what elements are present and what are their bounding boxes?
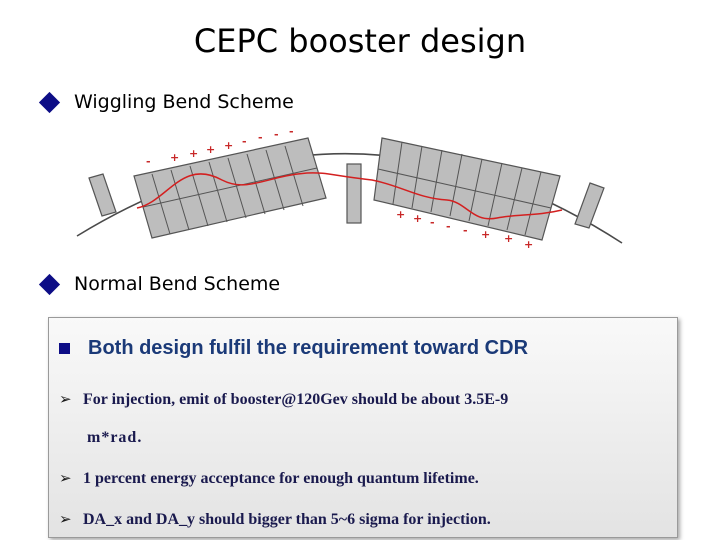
- polarity-sign: +: [189, 147, 198, 160]
- sub-item-text: DA_x and DA_y should bigger than 5~6 sig…: [83, 511, 491, 528]
- slide-title: CEPC booster design: [193, 22, 527, 60]
- polarity-sign: +: [504, 232, 513, 245]
- center-magnet: [346, 163, 362, 224]
- left-bend-block: [133, 137, 327, 239]
- bullet-normal: Normal Bend Scheme: [38, 271, 281, 297]
- bullet-text: Normal Bend Scheme: [74, 273, 281, 295]
- sub-item-text: For injection, emit of booster@120Gev sh…: [83, 391, 509, 408]
- sub-item: ➢ For injection, emit of booster@120Gev s…: [59, 390, 508, 409]
- polarity-sign: +: [481, 228, 490, 241]
- box-heading-text: Both design fulfil the requirement towar…: [88, 337, 529, 359]
- polarity-sign: -: [258, 131, 263, 144]
- arrow-bullet-icon: ➢: [59, 469, 72, 487]
- sub-item: ➢ 1 percent energy acceptance for enough …: [59, 469, 479, 488]
- polarity-sign: +: [396, 208, 405, 221]
- polarity-sign: -: [242, 135, 247, 148]
- diamond-bullet-icon: [38, 91, 61, 113]
- wiggling-bend-diagram: - + + + + - - - - + + - - - + + +: [76, 128, 623, 251]
- box-heading: Both design fulfil the requirement towar…: [59, 337, 528, 360]
- diamond-bullet-icon: [38, 273, 61, 295]
- sub-item: ➢ DA_x and DA_y should bigger than 5~6 si…: [59, 510, 491, 529]
- end-magnet-left: [88, 173, 117, 217]
- bullet-text: Wiggling Bend Scheme: [74, 91, 294, 113]
- polarity-sign: +: [524, 238, 533, 251]
- polarity-sign: -: [274, 128, 279, 141]
- polarity-sign: +: [413, 212, 422, 225]
- right-bend-block: [373, 137, 561, 241]
- sub-item-continuation: m*rad.: [87, 429, 143, 446]
- summary-box: Both design fulfil the requirement towar…: [48, 317, 678, 538]
- polarity-sign: -: [463, 224, 468, 237]
- bullet-wiggling: Wiggling Bend Scheme: [38, 89, 294, 115]
- square-bullet-icon: [59, 343, 70, 354]
- arrow-bullet-icon: ➢: [59, 390, 72, 408]
- polarity-sign: +: [224, 139, 233, 152]
- orbit-curve: [136, 172, 563, 220]
- sub-item-text: 1 percent energy acceptance for enough q…: [83, 470, 479, 487]
- polarity-sign: +: [170, 151, 179, 164]
- arrow-bullet-icon: ➢: [59, 510, 72, 528]
- polarity-sign: -: [446, 220, 451, 233]
- polarity-sign: -: [146, 155, 151, 168]
- polarity-sign: -: [430, 216, 435, 229]
- end-magnet-right: [574, 182, 605, 229]
- polarity-sign: -: [289, 128, 294, 138]
- polarity-sign: +: [206, 143, 215, 156]
